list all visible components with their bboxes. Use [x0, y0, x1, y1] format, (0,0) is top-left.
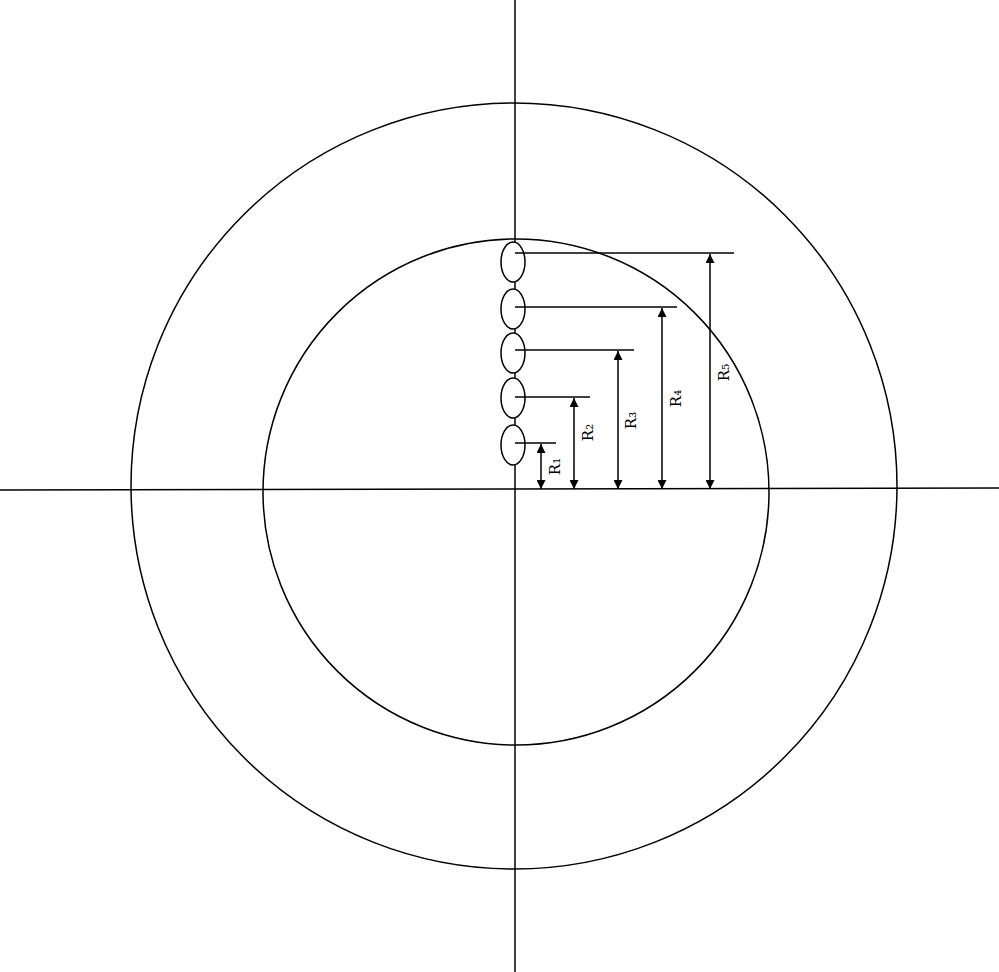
dimension-label: R₁: [549, 457, 564, 474]
dimension-label: R₂: [582, 423, 597, 440]
inner-circle: [263, 239, 769, 745]
dimension-ticks: [515, 253, 734, 443]
dimension-arrows: [541, 254, 710, 489]
dimension-label: R₄: [670, 389, 685, 406]
dimension-label: R₅: [718, 363, 733, 380]
horizontal-axis: [0, 488, 999, 490]
ellipse-stack: [501, 242, 525, 465]
outer-circle: [131, 103, 897, 869]
dimension-label: R₃: [625, 411, 640, 428]
vertical-axis: [514, 0, 516, 972]
